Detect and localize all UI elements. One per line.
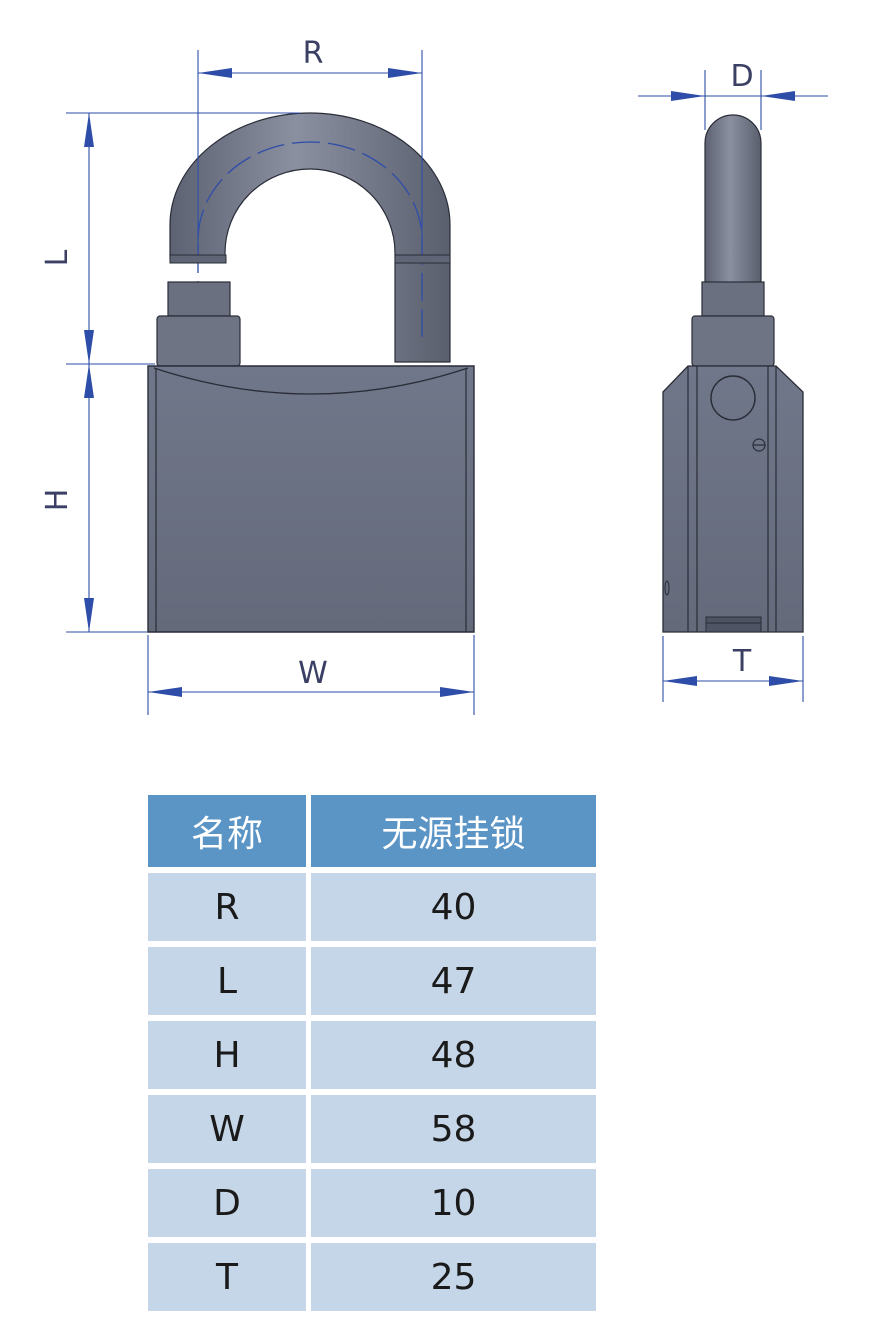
- dim-T-arrow-right: [769, 676, 803, 686]
- dim-D-label: D: [730, 59, 753, 94]
- table-header-row: 名称 无源挂锁: [148, 795, 596, 867]
- front-shackle: [169, 112, 451, 363]
- side-small-hole: [664, 580, 670, 596]
- table-header-name: 名称: [148, 795, 311, 867]
- table-cell-param: D: [148, 1169, 311, 1237]
- table-cell-value: 48: [311, 1021, 596, 1089]
- table-row: W 58: [148, 1095, 596, 1163]
- table-cell-param: T: [148, 1243, 311, 1311]
- dim-R-arrow-left: [198, 68, 232, 78]
- front-shackle-centerline: [197, 141, 423, 345]
- padlock-technical-drawing: R L H W D T: [40, 36, 828, 715]
- table-row: D 10: [148, 1169, 596, 1237]
- front-collar-lower: [156, 315, 241, 367]
- table-header-product: 无源挂锁: [311, 795, 596, 867]
- table-cell-param: L: [148, 947, 311, 1015]
- table-cell-value: 40: [311, 873, 596, 941]
- dim-D-arrow-left: [671, 91, 705, 101]
- dim-W-label: W: [298, 656, 328, 691]
- table-cell-param: H: [148, 1021, 311, 1089]
- dim-T-label: T: [732, 644, 752, 679]
- dim-W-arrow-right: [440, 687, 474, 697]
- table-cell-value: 25: [311, 1243, 596, 1311]
- table-cell-value: 10: [311, 1169, 596, 1237]
- front-collar-upper: [167, 281, 231, 317]
- table-row: T 25: [148, 1243, 596, 1311]
- table-row: H 48: [148, 1021, 596, 1089]
- dim-H-label: H: [40, 489, 75, 512]
- front-shackle-ring: [169, 254, 227, 264]
- dim-L-arrow-bottom: [84, 330, 94, 364]
- side-collar-upper: [701, 281, 765, 317]
- dim-L-arrow-top: [84, 113, 94, 147]
- dim-W-arrow-left: [148, 687, 182, 697]
- spec-table: 名称 无源挂锁 R 40 L 47 H 48 W 58 D 10 T 25: [148, 795, 596, 1311]
- dimension-lines: [66, 50, 828, 715]
- front-body: [147, 365, 475, 633]
- front-shackle-ring-right: [394, 254, 451, 264]
- table-cell-param: R: [148, 873, 311, 941]
- front-body-top-curve: [153, 367, 469, 395]
- dim-T-arrow-left: [663, 676, 697, 686]
- table-cell-value: 47: [311, 947, 596, 1015]
- dim-R-label: R: [303, 36, 324, 71]
- dim-R-arrow-right: [388, 68, 422, 78]
- side-collar-lower: [691, 315, 775, 367]
- dim-L-label: L: [40, 249, 75, 266]
- dim-H-arrow-bottom: [84, 598, 94, 632]
- dim-H-arrow-top: [84, 364, 94, 398]
- side-body: [662, 365, 804, 633]
- side-shackle: [704, 114, 762, 286]
- table-cell-value: 58: [311, 1095, 596, 1163]
- side-keyhole-circle: [710, 375, 756, 421]
- table-row: R 40: [148, 873, 596, 941]
- table-row: L 47: [148, 947, 596, 1015]
- dim-D-arrow-right: [761, 91, 795, 101]
- side-view: [662, 114, 804, 633]
- front-view: [147, 112, 475, 633]
- table-cell-param: W: [148, 1095, 311, 1163]
- side-bottom-slot: [705, 616, 762, 633]
